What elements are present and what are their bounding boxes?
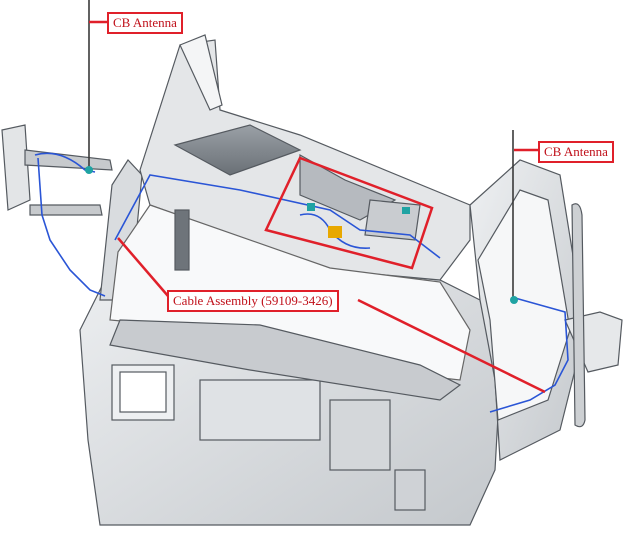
antenna-icon [85,166,93,174]
cb-antenna-left-label: CB Antenna [107,12,183,34]
antenna-icon [510,296,518,304]
cable-assembly-label: Cable Assembly (59109-3426) [167,290,339,312]
cab-body [1,34,623,526]
connector-icon [402,207,410,214]
antenna-right [510,130,518,304]
highlight-box [264,156,434,270]
cable-harness [34,152,569,413]
connectors [307,203,410,238]
connector-icon [307,203,315,211]
leader-lines [89,20,546,394]
module-icon [328,226,342,238]
antenna-left [85,0,93,174]
cb-antenna-right-label: CB Antenna [538,141,614,163]
